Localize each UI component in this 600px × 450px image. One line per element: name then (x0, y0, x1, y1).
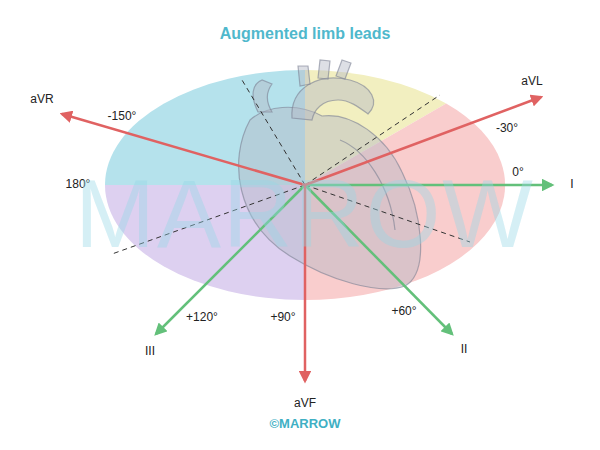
vena-cava (253, 80, 272, 112)
angle-label: +90° (270, 311, 295, 325)
angle-label: -30° (496, 122, 518, 136)
lead-name: aVL (521, 75, 542, 89)
copyright-mark: ©MARROW (270, 417, 341, 432)
angle-label: -150° (108, 110, 137, 124)
watermark: MARROW (75, 159, 535, 269)
angle-label: +120° (186, 311, 218, 325)
diagram-title: Augmented limb leads (220, 25, 391, 43)
angle-label: +60° (391, 305, 416, 319)
lead-name: I (570, 178, 573, 192)
vessel (298, 66, 310, 86)
lead-name: II (461, 343, 468, 357)
vessel (318, 60, 330, 79)
lead-name: III (145, 345, 155, 359)
vessel (336, 60, 351, 79)
lead-name: aVR (30, 93, 53, 107)
lead-vectors (62, 97, 552, 381)
lead-name: aVF (294, 397, 316, 411)
